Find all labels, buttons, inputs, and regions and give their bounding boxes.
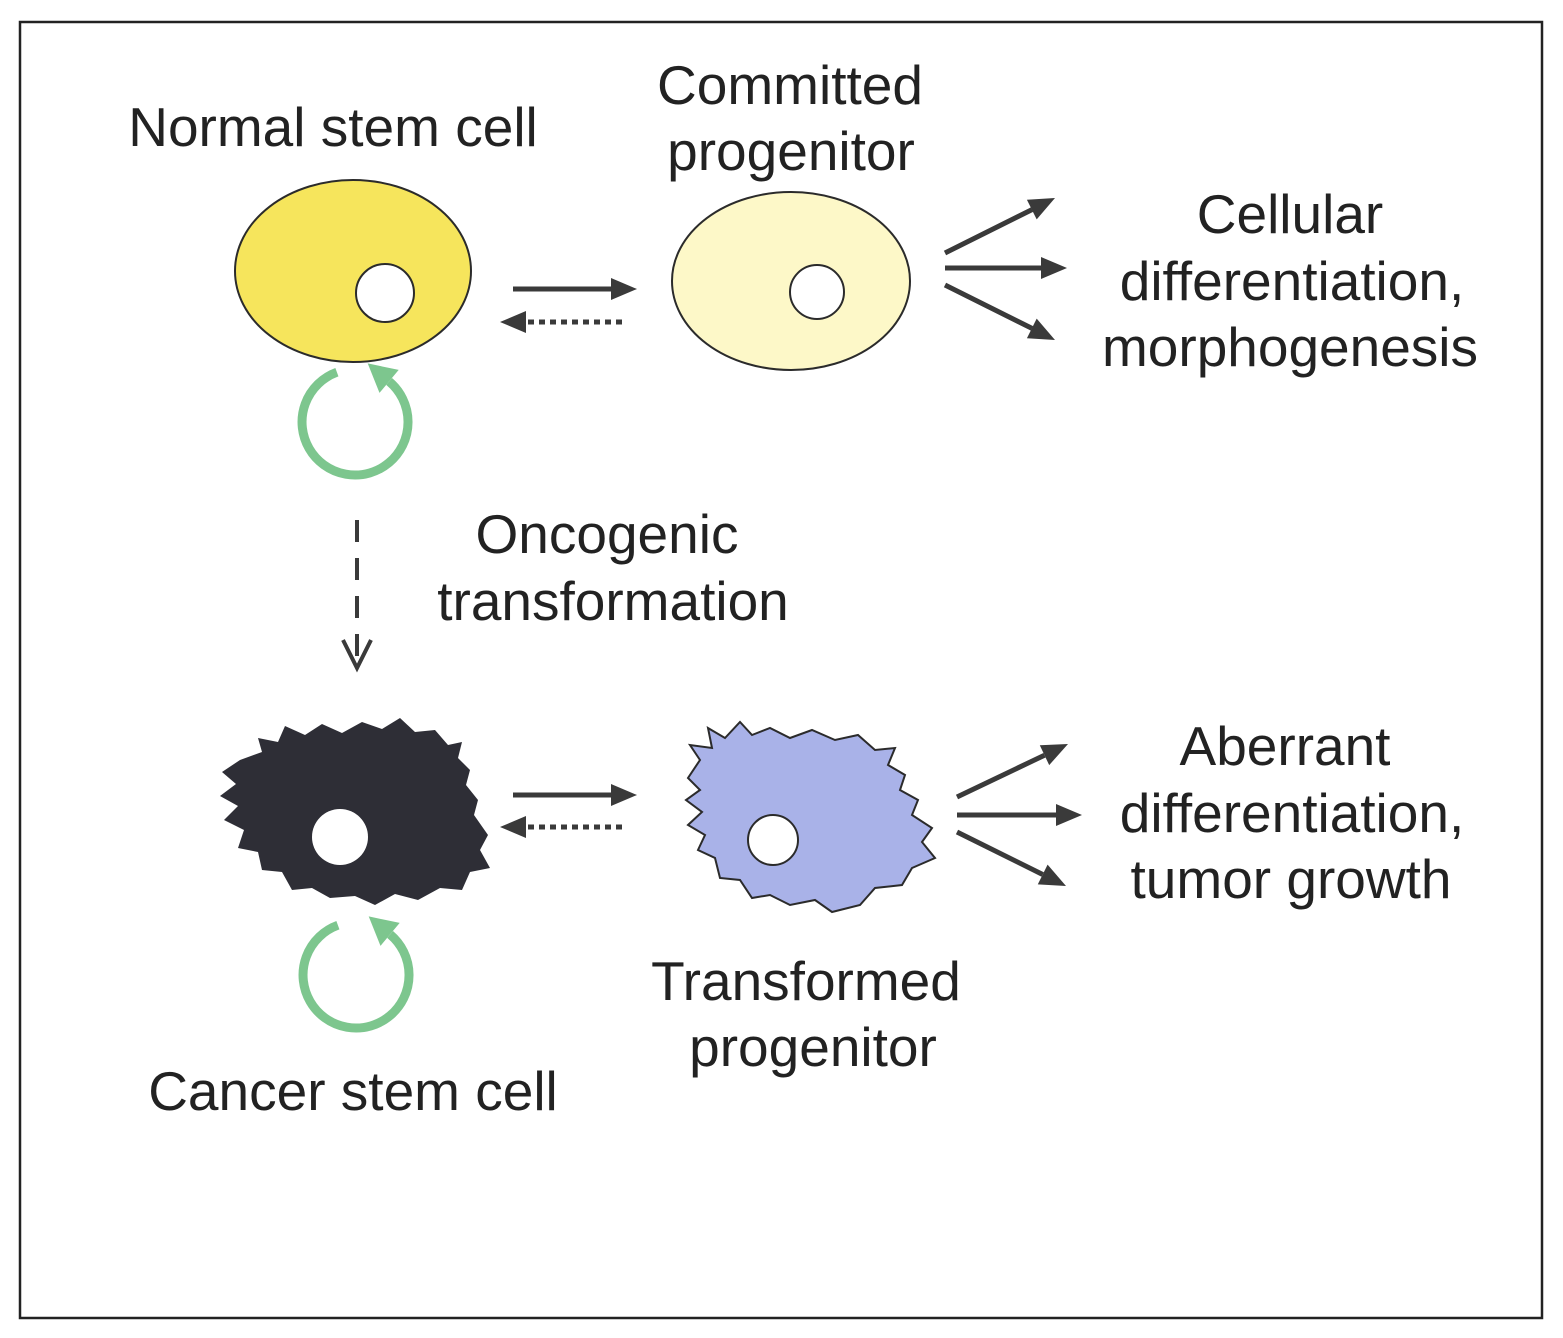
- arrow-aberrant-outcome-1-head: [1039, 744, 1068, 766]
- arrow-normal-outcome-3: [943, 282, 1055, 340]
- arrow-transformed-progenitor-to-cancer-stem: [500, 816, 622, 838]
- committed-progenitor-label: Committed progenitor: [657, 54, 923, 182]
- aberrant-outcome-label-line-2: differentiation,: [1120, 782, 1465, 844]
- arrow-aberrant-outcome-3: [955, 829, 1066, 886]
- arrow-cancer-stem-to-transformed-progenitor: [513, 784, 637, 806]
- self-renewal-arrow-normal-arc: [297, 367, 413, 480]
- oncogenic-transformation-arrow-head: [341, 639, 373, 673]
- aberrant-outcome-label-line-1: Aberrant: [1180, 715, 1391, 777]
- oncogenic-transformation-label-line-2: transformation: [437, 570, 789, 632]
- self-renewal-arrow-cancer: [298, 916, 414, 1033]
- transformed-progenitor-label: Transformed progenitor: [651, 950, 961, 1078]
- arrow-normal-outcome-1: [943, 198, 1055, 256]
- committed-progenitor-label-line-2: progenitor: [667, 120, 915, 182]
- arrow-normal-outcome-2: [945, 257, 1067, 279]
- transformed-progenitor-nucleus: [747, 814, 799, 866]
- cancer-stem-cell-label: Cancer stem cell: [148, 1060, 558, 1122]
- arrows-normal-outcomes: [943, 198, 1067, 340]
- arrow-progenitor-to-stem: [500, 311, 622, 333]
- committed-progenitor-nucleus: [789, 264, 845, 320]
- arrow-transformed-progenitor-to-cancer-stem-head: [500, 816, 526, 838]
- arrow-aberrant-outcome-1-shaft: [955, 752, 1046, 800]
- cancer-stem-cell: [220, 718, 490, 905]
- aberrant-outcome-label-line-3: tumor growth: [1131, 848, 1452, 910]
- transformed-progenitor: [684, 720, 937, 914]
- arrows-aberrant-outcomes: [955, 744, 1082, 886]
- arrow-normal-outcome-3-shaft: [943, 282, 1034, 331]
- normal-stem-cell-body: [234, 179, 472, 363]
- normal-stem-cell-label: Normal stem cell: [128, 96, 538, 158]
- committed-progenitor-label-line-1: Committed: [657, 54, 923, 116]
- committed-progenitor: [671, 191, 911, 371]
- arrow-stem-to-progenitor-head: [611, 278, 637, 300]
- normal-stem-cell: [234, 179, 472, 363]
- diagram-frame: [18, 20, 1544, 1320]
- self-renewal-arrow-cancer-arc: [298, 920, 414, 1033]
- arrow-aberrant-outcome-2: [957, 804, 1082, 826]
- arrow-aberrant-outcome-2-head: [1056, 804, 1082, 826]
- oncogenic-transformation-label-line-1: Oncogenic: [476, 503, 739, 565]
- self-renewal-arrow-normal: [297, 363, 413, 480]
- oncogenic-transformation-label: Oncogenic transformation: [437, 503, 789, 632]
- transformed-progenitor-label-line-1: Transformed: [651, 950, 961, 1012]
- arrow-normal-outcome-3-head: [1026, 318, 1055, 340]
- arrow-normal-outcome-2-head: [1041, 257, 1067, 279]
- arrow-progenitor-to-stem-head: [500, 311, 526, 333]
- normal-outcome-label-line-1: Cellular: [1197, 183, 1383, 245]
- aberrant-outcome-label: Aberrant differentiation, tumor growth: [1120, 715, 1465, 910]
- oncogenic-transformation-arrow: [341, 520, 373, 673]
- cancer-stem-cell-nucleus: [312, 809, 368, 865]
- arrow-aberrant-outcome-3-shaft: [955, 829, 1044, 877]
- committed-progenitor-body: [671, 191, 911, 371]
- arrow-normal-outcome-1-shaft: [943, 207, 1034, 256]
- arrow-aberrant-outcome-3-head: [1037, 864, 1066, 886]
- self-renewal-arrow-cancer-head: [368, 916, 400, 946]
- normal-outcome-label: Cellular differentiation, morphogenesis: [1102, 183, 1478, 378]
- transformed-progenitor-body: [684, 720, 937, 914]
- normal-stem-cell-nucleus: [355, 263, 415, 323]
- arrow-cancer-stem-to-transformed-progenitor-head: [611, 784, 637, 806]
- normal-outcome-label-line-3: morphogenesis: [1102, 316, 1478, 378]
- arrow-aberrant-outcome-1: [955, 744, 1068, 800]
- self-renewal-arrow-normal-head: [367, 363, 399, 393]
- transformed-progenitor-label-line-2: progenitor: [689, 1016, 937, 1078]
- arrow-stem-to-progenitor: [513, 278, 637, 300]
- arrow-normal-outcome-1-head: [1026, 198, 1055, 220]
- cancer-stem-cell-body: [220, 718, 490, 905]
- normal-outcome-label-line-2: differentiation,: [1120, 250, 1465, 312]
